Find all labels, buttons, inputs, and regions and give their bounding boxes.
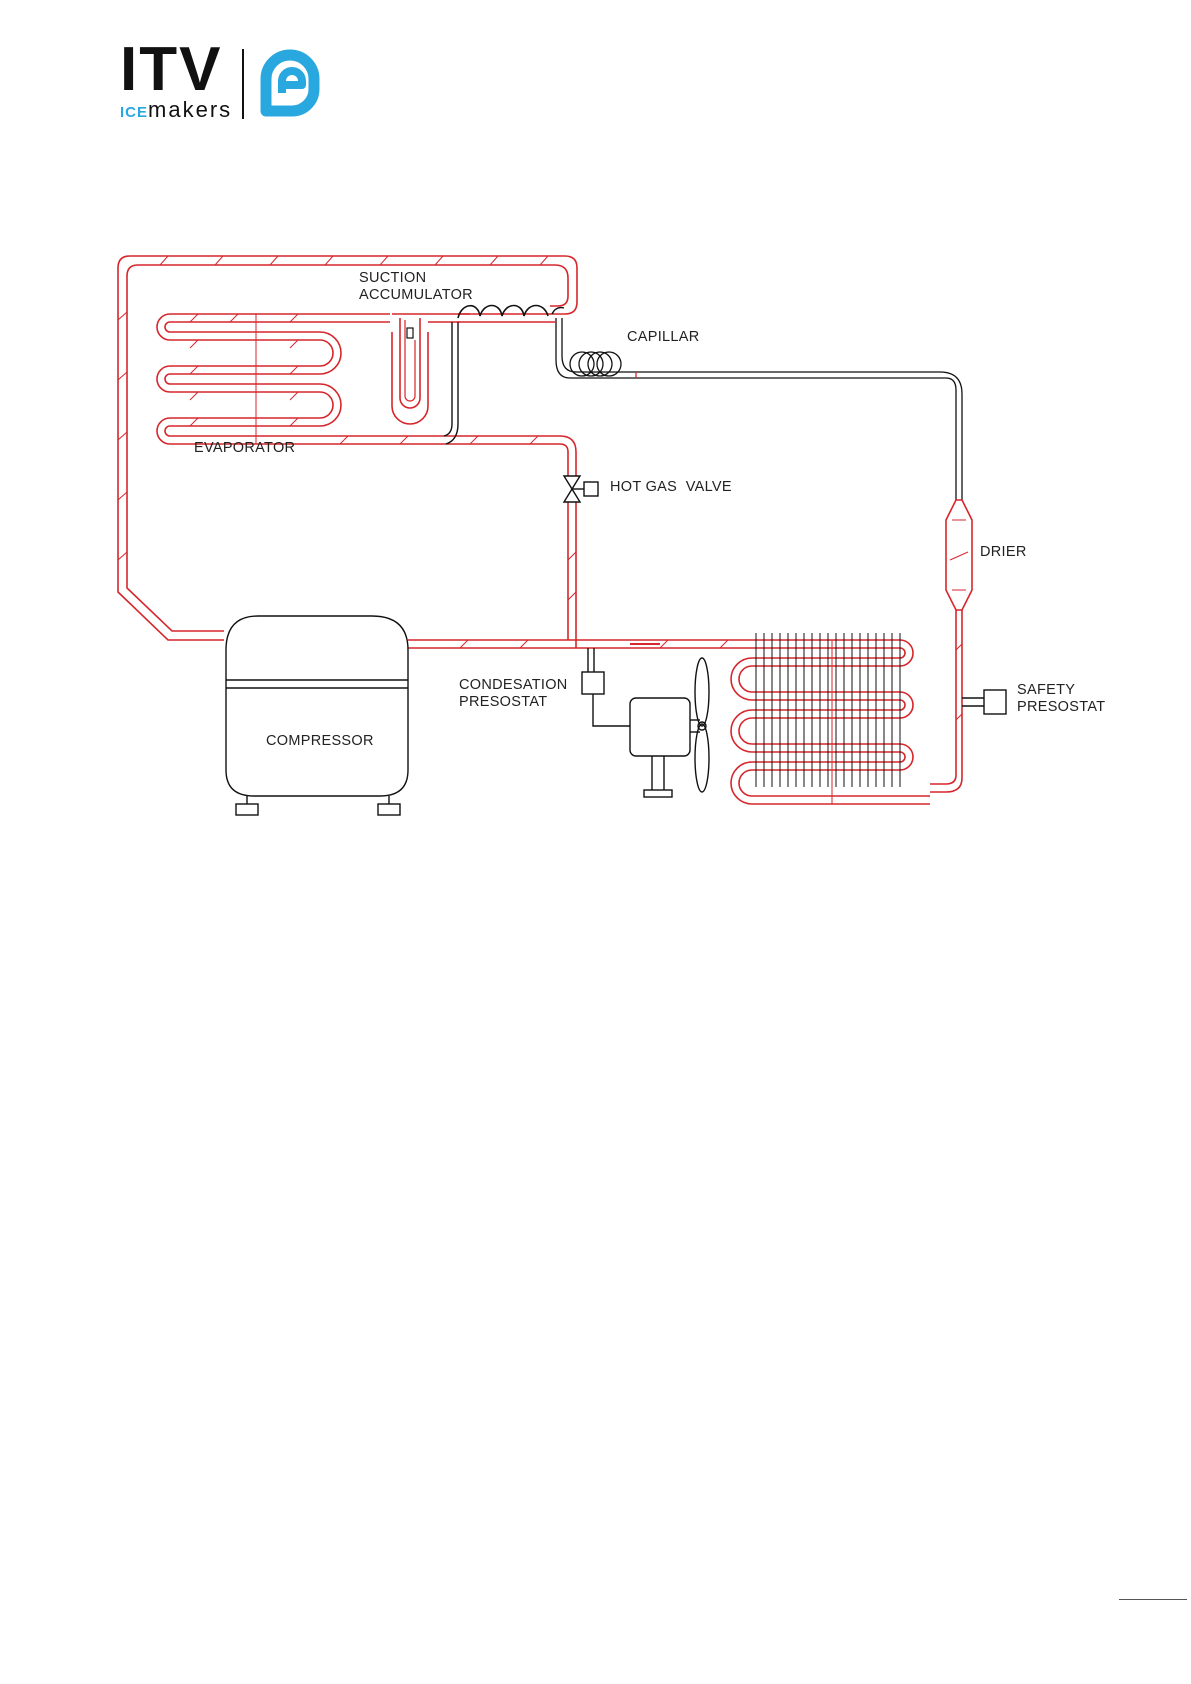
label-suction: SUCTION	[359, 270, 426, 286]
liquid-line-pipe	[930, 610, 962, 792]
label-safety-presostat: PRESOSTAT	[1017, 699, 1105, 715]
discharge-line-pipe	[408, 640, 752, 648]
hot-gas-valve-icon	[564, 476, 598, 502]
label-accumulator: ACCUMULATOR	[359, 287, 473, 303]
label-condesation: CONDESATION	[459, 677, 568, 693]
label-drier: DRIER	[980, 544, 1027, 560]
capillary-tube	[556, 318, 962, 500]
safety-presostat	[962, 690, 1006, 714]
label-safety: SAFETY	[1017, 682, 1075, 698]
compressor	[226, 616, 408, 815]
label-hot-gas-valve: HOT GAS VALVE	[610, 479, 732, 495]
label-compressor: COMPRESSOR	[266, 733, 374, 749]
condensation-presostat	[582, 648, 630, 726]
drier	[946, 500, 972, 610]
footer-rule	[1119, 1599, 1187, 1600]
label-evaporator: EVAPORATOR	[194, 440, 295, 456]
evaporator-coil	[157, 314, 560, 444]
label-capillar: CAPILLAR	[627, 329, 700, 345]
condenser-fan	[630, 658, 709, 797]
heat-exchanger-coil	[444, 306, 564, 445]
label-condesation-presostat: PRESOSTAT	[459, 694, 547, 710]
hot-gas-line	[560, 436, 576, 648]
evaporator-plate-lines	[190, 314, 538, 444]
